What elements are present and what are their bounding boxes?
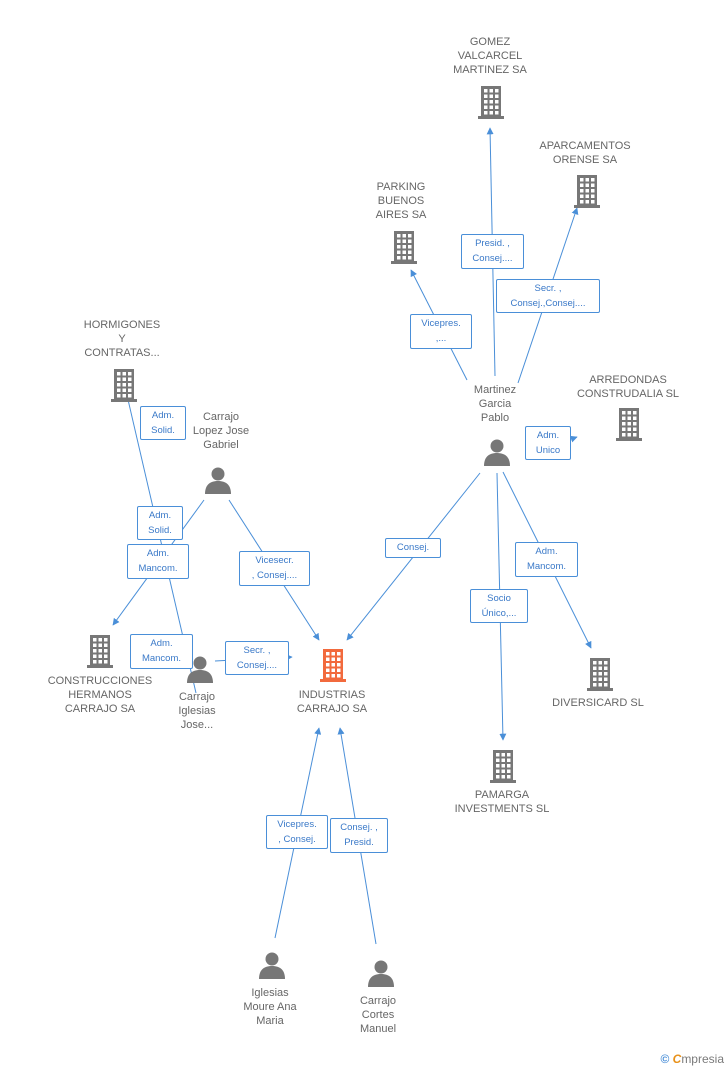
node-label: APARCAMENTOS ORENSE SA [539, 140, 631, 166]
node-hormigones[interactable]: HORMIGONES Y CONTRATAS... [72, 318, 172, 360]
edge-label[interactable]: Adm. Mancom. [515, 542, 578, 577]
node-label: Martinez Garcia Pablo [473, 384, 517, 424]
person-icon [368, 960, 394, 987]
node-label: PARKING BUENOS AIRES SA [375, 181, 427, 221]
edge-label[interactable]: Secr. , Consej.,Consej.... [496, 279, 600, 313]
node-label: PAMARGA INVESTMENTS SL [454, 789, 550, 815]
edge-label[interactable]: Consej. , Presid. [330, 818, 388, 853]
brand-watermark: © Cmpresia [660, 1052, 724, 1066]
node-gomez-valcarcel[interactable]: GOMEZ VALCARCEL MARTINEZ SA [440, 35, 540, 77]
edge-label[interactable]: Vicepres. , Consej. [266, 815, 328, 849]
node-martinez-garcia-pablo[interactable]: Martinez Garcia Pablo [455, 383, 535, 425]
building-icon [478, 86, 504, 119]
building-icon [87, 635, 113, 668]
node-label: DIVERSICARD SL [552, 697, 644, 709]
edge-label[interactable]: Consej. [385, 538, 441, 558]
building-icon [490, 750, 516, 783]
building-icon [391, 231, 417, 264]
edge-label[interactable]: Secr. , Consej.... [225, 641, 289, 675]
node-arredondas[interactable]: ARREDONDAS CONSTRUDALIA SL [568, 373, 688, 401]
edge-label[interactable]: Vicesecr. , Consej.... [239, 551, 310, 586]
edge-label[interactable]: Adm. Unico [525, 426, 571, 460]
node-carrajo-lopez[interactable]: Carrajo Lopez Jose Gabriel [176, 410, 266, 452]
node-aparcamientos-orense[interactable]: APARCAMENTOS ORENSE SA [525, 139, 645, 167]
edge-label[interactable]: Presid. , Consej.... [461, 234, 524, 269]
edge-label[interactable]: Adm. Mancom. [127, 544, 189, 579]
edge-label[interactable]: Adm. Solid. [137, 506, 183, 540]
node-diversicard[interactable]: DIVERSICARD SL [548, 696, 648, 710]
edge-label[interactable]: Vicepres. ,... [410, 314, 472, 349]
node-label: HORMIGONES Y CONTRATAS... [83, 319, 161, 359]
brand-name: mpresia [681, 1052, 724, 1066]
node-iglesias-moure[interactable]: Iglesias Moure Ana Maria [228, 986, 312, 1028]
node-label: Carrajo Lopez Jose Gabriel [192, 411, 250, 451]
person-icon [187, 656, 213, 683]
building-icon [587, 658, 613, 691]
node-label: Carrajo Iglesias Jose... [178, 691, 216, 731]
building-icon [574, 175, 600, 208]
building-icon [616, 408, 642, 441]
node-carrajo-cortes[interactable]: Carrajo Cortes Manuel [340, 994, 416, 1036]
person-icon [205, 467, 231, 494]
node-label: Iglesias Moure Ana Maria [243, 987, 297, 1027]
node-label: Carrajo Cortes Manuel [359, 995, 397, 1035]
edge-label[interactable]: Adm. Solid. [140, 406, 186, 440]
edge-label[interactable]: Adm. Mancom. [130, 634, 193, 669]
node-construcciones-hermanos[interactable]: CONSTRUCCIONES HERMANOS CARRAJO SA [40, 674, 160, 716]
brand-initial: C [672, 1052, 682, 1066]
person-icon [484, 439, 510, 466]
node-carrajo-iglesias[interactable]: Carrajo Iglesias Jose... [157, 690, 237, 732]
node-label: GOMEZ VALCARCEL MARTINEZ SA [453, 36, 527, 76]
node-parking-buenos-aires[interactable]: PARKING BUENOS AIRES SA [356, 180, 446, 222]
copyright-symbol: © [660, 1052, 670, 1066]
edge-label[interactable]: Socio Único,... [470, 589, 528, 623]
person-icon [259, 952, 285, 979]
building-icon [111, 369, 137, 402]
node-label: ARREDONDAS CONSTRUDALIA SL [576, 374, 680, 400]
node-label: CONSTRUCCIONES HERMANOS CARRAJO SA [47, 675, 153, 715]
node-pamarga[interactable]: PAMARGA INVESTMENTS SL [447, 788, 557, 816]
building-icon [320, 649, 346, 682]
node-industrias-carrajo[interactable]: INDUSTRIAS CARRAJO SA [280, 688, 384, 716]
node-label: INDUSTRIAS CARRAJO SA [296, 689, 368, 715]
